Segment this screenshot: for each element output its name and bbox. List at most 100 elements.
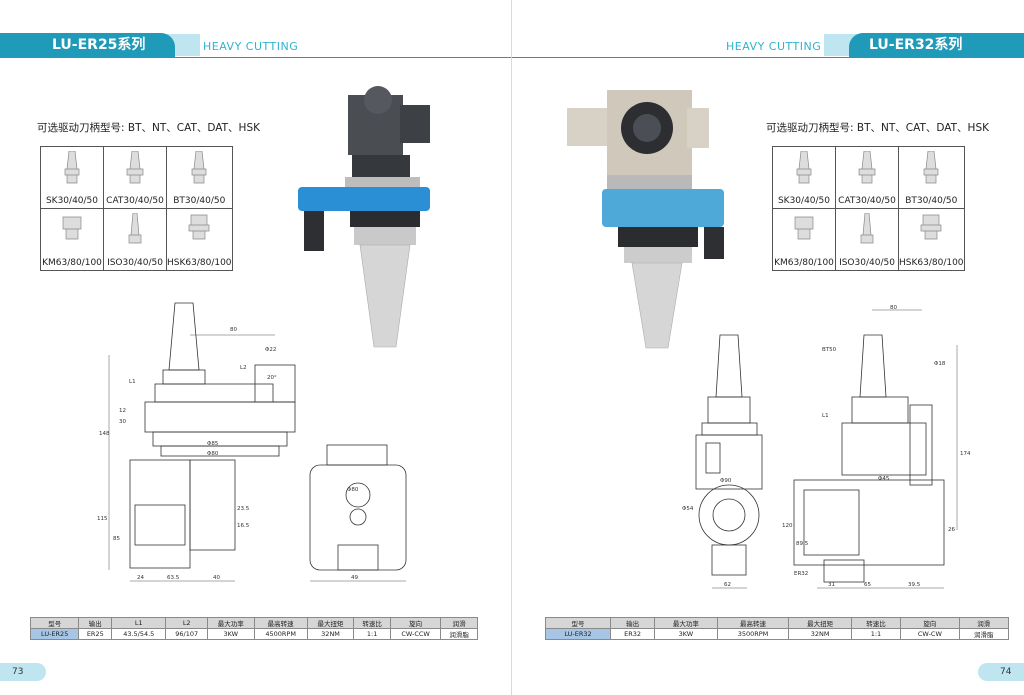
spec-table: 型号 输出 最大功率 最高转速 最大扭矩 转速比 旋向 润滑 LU-ER32 E… xyxy=(544,617,1010,640)
left-page: LU-ER25系列 HEAVY CUTTING 可选驱动刀柄型号: BT、NT、… xyxy=(0,33,512,681)
shank-cell: SK30/40/50 xyxy=(40,146,104,209)
spec-cell: ER32 xyxy=(610,628,656,640)
dim-174: 174 xyxy=(960,451,971,457)
spec-header: 润滑 xyxy=(958,617,1010,629)
spec-cell-model: LU-ER32 xyxy=(544,628,612,640)
dim-phi80-side: Φ80 xyxy=(347,487,359,493)
dim-62: 62 xyxy=(724,582,731,588)
header-rule xyxy=(512,57,849,58)
shank-bt-icon xyxy=(191,151,207,184)
spec-header: 最大扭矩 xyxy=(306,617,355,629)
shank-cell: ISO30/40/50 xyxy=(835,208,899,271)
shank-cat-icon xyxy=(858,151,876,184)
dim-phi22: Φ22 xyxy=(265,347,276,353)
spec-header: 旋向 xyxy=(389,617,442,629)
dim-31: 31 xyxy=(828,582,835,588)
spec-header: L1 xyxy=(111,617,167,629)
dim-bt50: BT50 xyxy=(822,347,837,353)
dim-30: 30 xyxy=(119,419,126,425)
page-number: 73 xyxy=(0,663,46,681)
dim-80: 80 xyxy=(890,305,897,311)
header-rule xyxy=(175,57,512,58)
spec-cell: 1:1 xyxy=(850,628,902,640)
spec-header-row: 型号 输出 最大功率 最高转速 最大扭矩 转速比 旋向 润滑 xyxy=(544,617,1010,629)
dim-phi45: Φ45 xyxy=(878,476,890,482)
shank-cell: CAT30/40/50 xyxy=(835,146,899,209)
dim-phi85: Φ85 xyxy=(207,441,219,447)
spec-row: LU-ER25 ER25 43.5/54.5 96/107 3KW 4500RP… xyxy=(29,628,478,640)
spec-header: 最高转速 xyxy=(253,617,308,629)
spec-header: 型号 xyxy=(544,617,612,629)
dim-49: 49 xyxy=(351,575,358,581)
dim-115: 115 xyxy=(97,516,108,522)
dim-12: 12 xyxy=(119,408,126,414)
dim-er32: ER32 xyxy=(794,571,808,577)
dim-40: 40 xyxy=(213,575,220,581)
shank-cell: BT30/40/50 xyxy=(166,146,233,209)
optional-shank-label: 可选驱动刀柄型号: BT、NT、CAT、DAT、HSK xyxy=(766,122,990,134)
shank-sk-icon xyxy=(796,151,812,184)
dim-l1: L1 xyxy=(822,413,829,419)
spec-cell: 3KW xyxy=(207,628,255,640)
dim-20deg: 20° xyxy=(267,375,277,381)
spec-header: 转速比 xyxy=(353,617,391,629)
dim-phi54: Φ54 xyxy=(682,506,694,512)
shank-bt-icon xyxy=(923,151,939,184)
spec-cell-model: LU-ER25 xyxy=(29,628,80,640)
dim-phi80: Φ80 xyxy=(207,451,219,457)
spec-cell: 3KW xyxy=(654,628,718,640)
spec-cell: 润滑脂 xyxy=(958,628,1010,640)
dim-24: 24 xyxy=(137,575,144,581)
shank-cell: KM63/80/100 xyxy=(40,208,104,271)
spec-row: LU-ER32 ER32 3KW 3500RPM 32NM 1:1 CW-CW … xyxy=(544,628,1010,640)
spec-cell: ER25 xyxy=(78,628,113,640)
spec-header: 最大功率 xyxy=(207,617,255,629)
spec-cell: CW-CW xyxy=(900,628,960,640)
shank-cell: BT30/40/50 xyxy=(898,146,965,209)
shank-cell: SK30/40/50 xyxy=(772,146,836,209)
shank-km-icon xyxy=(62,216,82,240)
spec-cell: 32NM xyxy=(788,628,852,640)
shank-grid: SK30/40/50 CAT30/40/50 BT30/40/50 KM63/8… xyxy=(40,146,233,271)
shank-cell: HSK63/80/100 xyxy=(898,208,965,271)
shank-cell: HSK63/80/100 xyxy=(166,208,233,271)
dim-16-5: 16.5 xyxy=(237,523,250,529)
page-number: 74 xyxy=(978,663,1024,681)
spec-cell: 3500RPM xyxy=(716,628,790,640)
spec-header-row: 型号 输出 L1 L2 最大功率 最高转速 最大扭矩 转速比 旋向 润滑 xyxy=(29,617,478,629)
spec-header: 最大功率 xyxy=(654,617,718,629)
dim-89-5: 89.5 xyxy=(796,541,809,547)
shank-grid: SK30/40/50 CAT30/40/50 BT30/40/50 KM63/8… xyxy=(772,146,965,271)
spec-cell: 32NM xyxy=(306,628,355,640)
angle-head-photo xyxy=(298,86,430,348)
shank-cell: KM63/80/100 xyxy=(772,208,836,271)
spec-cell: CW-CCW xyxy=(389,628,442,640)
spec-header: 输出 xyxy=(610,617,656,629)
spec-header: L2 xyxy=(165,617,209,629)
spec-header: 型号 xyxy=(29,617,80,629)
shank-hsk-icon xyxy=(920,214,942,240)
dim-39-5: 39.5 xyxy=(908,582,921,588)
shank-km-icon xyxy=(794,216,814,240)
spec-cell: 4500RPM xyxy=(253,628,308,640)
dim-l1: L1 xyxy=(129,379,136,385)
spec-cell: 43.5/54.5 xyxy=(111,628,167,640)
spec-cell: 1:1 xyxy=(353,628,391,640)
shank-hsk-icon xyxy=(188,214,210,240)
dim-26: 26 xyxy=(948,527,955,533)
shank-iso-icon xyxy=(128,213,142,244)
spec-header: 转速比 xyxy=(850,617,902,629)
spec-cell: 96/107 xyxy=(165,628,209,640)
right-page: LU-ER32系列 HEAVY CUTTING 可选驱动刀柄型号: BT、NT、… xyxy=(512,0,1024,695)
dim-148: 148 xyxy=(99,431,110,437)
shank-iso-icon xyxy=(860,213,874,244)
angle-head-photo xyxy=(567,90,724,349)
dim-63-5: 63.5 xyxy=(167,575,180,581)
dim-80: 80 xyxy=(230,327,237,333)
dim-65: 65 xyxy=(864,582,871,588)
er32-technical-drawing: 80 BT50 Φ18 L1 174 Φ90 Φ54 Φ45 120 89.5 … xyxy=(682,305,971,589)
shank-cell: CAT30/40/50 xyxy=(103,146,167,209)
spec-table: 型号 输出 L1 L2 最大功率 最高转速 最大扭矩 转速比 旋向 润滑 LU-… xyxy=(29,617,478,640)
spec-header: 最高转速 xyxy=(716,617,790,629)
header-subtitle: HEAVY CUTTING xyxy=(726,40,822,53)
